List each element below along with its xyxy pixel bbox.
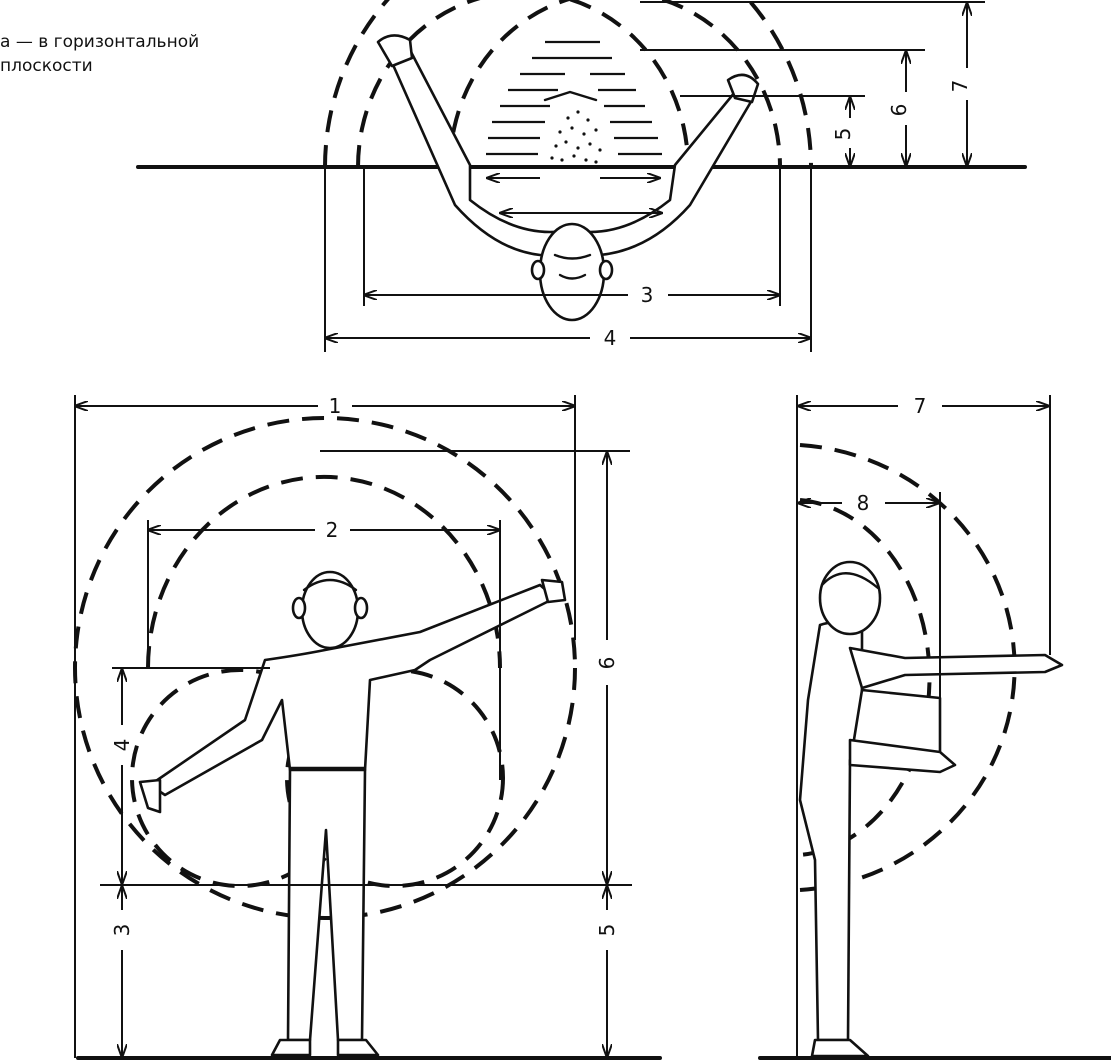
top-label-5: 5 xyxy=(831,128,855,141)
front-label-1: 1 xyxy=(329,394,342,418)
caption-line-1: а — в горизонтальной xyxy=(0,32,200,52)
left-hand xyxy=(376,34,414,68)
front-label-3: 3 xyxy=(110,924,134,937)
front-legs xyxy=(286,768,367,1042)
side-label-7: 7 xyxy=(914,394,927,418)
front-dimension-lines xyxy=(74,395,632,1058)
side-reach-zones xyxy=(799,443,1017,892)
side-torso-legs xyxy=(798,621,864,1042)
side-view: 7 8 xyxy=(758,394,1111,1060)
top-label-6: 6 xyxy=(887,104,911,117)
work-area-hatching xyxy=(486,40,662,164)
front-view: 1 2 3 4 5 6 xyxy=(73,394,662,1060)
caption: а — в горизонтальной плоскости xyxy=(0,30,199,78)
side-person xyxy=(798,560,1064,1058)
right-ear xyxy=(598,259,614,281)
front-label-5: 5 xyxy=(595,924,619,937)
reach-zone-arcs xyxy=(323,0,813,168)
top-label-7: 7 xyxy=(948,80,972,93)
top-label-3: 3 xyxy=(641,283,654,307)
head xyxy=(538,222,606,322)
side-lower-arm xyxy=(848,738,957,774)
side-upper-arm xyxy=(848,646,1064,690)
top-view-person xyxy=(376,34,760,322)
top-view: 3 4 5 6 7 xyxy=(136,0,1027,352)
side-label-8: 8 xyxy=(857,491,870,515)
optimal-zone-dots xyxy=(550,110,602,164)
side-dimension-lines xyxy=(796,395,1051,1058)
front-label-4: 4 xyxy=(110,739,134,752)
front-label-6: 6 xyxy=(595,657,619,670)
top-label-4: 4 xyxy=(604,326,617,350)
front-head xyxy=(300,570,360,650)
front-label-2: 2 xyxy=(326,518,339,542)
left-ear xyxy=(530,259,546,281)
caption-line-2: плоскости xyxy=(0,56,93,76)
front-person xyxy=(138,570,567,1057)
top-dimension-lines xyxy=(324,1,985,352)
front-torso-arms xyxy=(148,583,557,797)
